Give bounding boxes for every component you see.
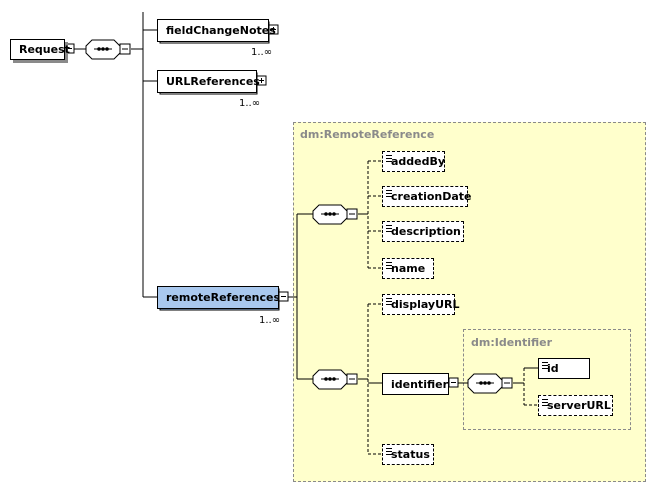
element-added-by[interactable]: addedBy	[382, 151, 445, 172]
root-element-request[interactable]: Request	[10, 39, 70, 60]
element-content-icon	[386, 190, 392, 199]
element-label: serverURL	[547, 399, 611, 412]
cardinality-label: 1..∞	[239, 98, 261, 109]
root-element-label: Request	[19, 43, 70, 56]
element-description[interactable]: description	[382, 221, 464, 242]
element-label: URLReferences	[166, 75, 260, 88]
sequence-compositor-icon[interactable]	[312, 369, 358, 390]
element-identifier[interactable]: identifier	[382, 373, 449, 395]
element-id[interactable]: id	[538, 358, 590, 379]
collapse-minus-icon[interactable]	[278, 291, 289, 302]
element-content-icon	[386, 448, 392, 457]
element-name[interactable]: name	[382, 258, 434, 279]
cardinality-label: 1..∞	[251, 47, 273, 58]
element-label: name	[391, 262, 426, 275]
element-label: status	[391, 448, 430, 461]
element-label: displayURL	[391, 298, 460, 311]
collapse-minus-icon[interactable]	[64, 43, 75, 54]
element-content-icon	[386, 225, 392, 234]
identifier-type-box	[463, 329, 631, 430]
element-content-icon	[386, 155, 392, 164]
element-label: addedBy	[391, 155, 446, 168]
expand-plus-icon[interactable]	[268, 24, 279, 35]
element-display-url[interactable]: displayURL	[382, 294, 460, 315]
element-url-references[interactable]: URLReferences	[157, 70, 260, 93]
element-content-icon	[542, 362, 548, 371]
remote-reference-type-box	[293, 122, 646, 482]
sequence-compositor-icon[interactable]	[467, 373, 513, 394]
element-label: id	[547, 362, 559, 375]
sequence-compositor-icon[interactable]	[85, 39, 131, 60]
element-content-icon	[386, 298, 392, 307]
identifier-type-label: dm:Identifier	[471, 336, 553, 349]
collapse-minus-icon[interactable]	[448, 377, 459, 388]
cardinality-label: 1..∞	[259, 315, 281, 326]
element-server-url[interactable]: serverURL	[538, 395, 613, 416]
element-label: description	[391, 225, 461, 238]
element-label: fieldChangeNotes	[166, 24, 276, 37]
remote-reference-type-label: dm:RemoteReference	[300, 128, 435, 141]
element-remote-references[interactable]: remoteReferences	[157, 286, 281, 309]
element-field-change-notes[interactable]: fieldChangeNotes	[157, 19, 276, 42]
element-label: remoteReferences	[166, 291, 281, 304]
element-content-icon	[386, 262, 392, 271]
element-content-icon	[542, 399, 548, 408]
element-creation-date[interactable]: creationDate	[382, 186, 472, 207]
element-label: identifier	[391, 377, 449, 391]
element-status[interactable]: status	[382, 444, 434, 465]
sequence-compositor-icon[interactable]	[312, 204, 358, 225]
element-label: creationDate	[391, 190, 472, 203]
